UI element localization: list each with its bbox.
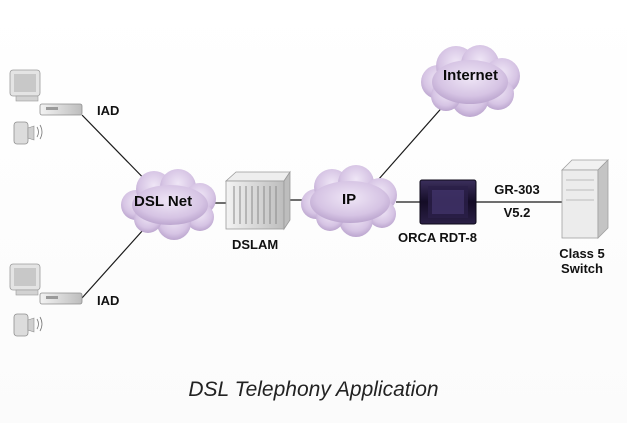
link-ip-internet — [377, 102, 447, 181]
link-iad-bottom-dslnet — [81, 219, 153, 299]
dslam-label: DSLAM — [232, 237, 279, 252]
phone-icon — [13, 313, 43, 337]
ip-label: IP — [342, 191, 357, 208]
dsl-net-cloud — [121, 169, 216, 240]
switch-label: Switch — [561, 261, 603, 276]
orca-rdt8-device-icon — [419, 179, 477, 225]
orca-label: ORCA RDT-8 — [398, 230, 477, 245]
computer-monitor-icon — [9, 263, 41, 296]
dsl-net-label: DSL Net — [134, 193, 193, 210]
internet-cloud — [421, 45, 520, 117]
iad-top-label: IAD — [97, 103, 120, 118]
phone-icon — [13, 121, 43, 145]
iad-bottom-label: IAD — [97, 293, 120, 308]
ip-cloud — [301, 165, 397, 237]
iad-device-icon — [39, 103, 83, 116]
customer-premises-top — [9, 69, 83, 145]
diagram-caption: DSL Telephony Application — [188, 378, 439, 401]
customer-premises-bottom — [9, 263, 83, 337]
dslam-icon — [224, 170, 291, 231]
v52-label: V5.2 — [503, 205, 531, 220]
computer-monitor-icon — [9, 69, 41, 102]
class5-label: Class 5 — [559, 246, 605, 261]
gr303-label: GR-303 — [494, 182, 540, 197]
internet-label: Internet — [443, 67, 499, 84]
iad-device-icon — [39, 292, 83, 305]
class5-switch-icon — [561, 159, 609, 239]
